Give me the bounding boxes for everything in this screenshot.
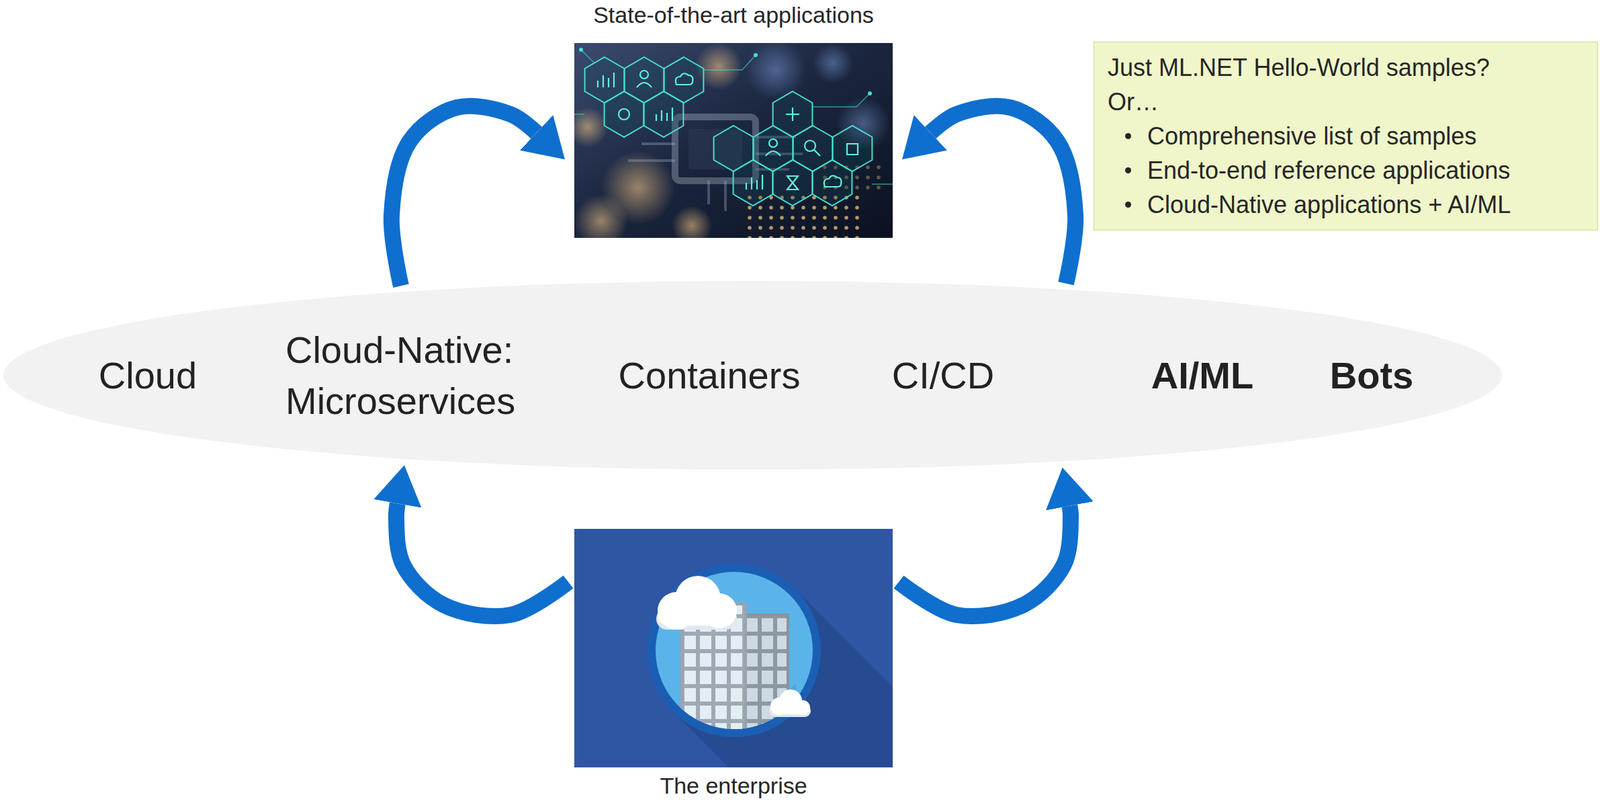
bullet-item: End-to-end reference applications: [1107, 153, 1584, 188]
hexagon-icons-part: [765, 151, 781, 156]
hexagon-network: [574, 47, 893, 206]
bokeh-lights-part: [574, 194, 629, 238]
enterprise-illustration: [574, 528, 893, 768]
hexagon-icons-part: [636, 82, 652, 88]
panel-caption: State-of-the-art applications: [593, 1, 874, 29]
hexagon-network-part: [644, 91, 684, 138]
technology-term: Cloud-Native: Microservices: [285, 324, 568, 426]
hexagon-icons-part: [824, 175, 842, 187]
bokeh-lights: [574, 42, 891, 238]
hexagon-icons-part: [597, 72, 614, 88]
hexagon-icons-part: [804, 140, 816, 152]
hexagon-network-part: [579, 47, 584, 52]
hexagon-icons-part: [656, 107, 673, 121]
hexagon-icons: [597, 70, 858, 190]
hexagon-icons-part: [787, 175, 798, 190]
technology-term: AI/ML: [1151, 352, 1254, 398]
hexagon-network-part: [753, 53, 758, 58]
note-box: Just ML.NET Hello-World samples?Or…Compr…: [1093, 41, 1598, 231]
circuit-illustration: [574, 42, 893, 238]
hexagon-network-part: [773, 159, 813, 206]
bokeh-lights-part: [574, 106, 608, 148]
bokeh-lights-part: [812, 42, 854, 84]
curved-arrow: [396, 503, 569, 616]
technology-term: Bots: [1329, 352, 1414, 398]
enterprise-illustration-part: [574, 528, 893, 768]
panel-caption: The enterprise: [659, 771, 807, 800]
curved-arrow: [391, 106, 537, 287]
band-ellipse-shape: [3, 280, 1502, 470]
bokeh-lights-part: [745, 42, 807, 101]
hexagon-icons-part: [769, 139, 778, 148]
note-text: Or…: [1107, 84, 1584, 119]
hexagon-icons-part: [814, 149, 821, 156]
hexagon-icons-part: [847, 143, 858, 155]
curved-arrow: [898, 505, 1071, 616]
technology-term: Containers: [618, 352, 801, 398]
hexagon-network-part: [812, 159, 853, 206]
hexagon-icons-part: [640, 70, 649, 79]
bokeh-lights-part: [671, 205, 713, 238]
hexagon-icons-part: [618, 108, 630, 120]
hexagon-icons-part: [746, 174, 763, 190]
hexagon-icons-part: [785, 107, 800, 121]
hexagon-network-part: [604, 91, 645, 138]
cloud-shape: [769, 689, 811, 717]
technology-band: Cloud Cloud-Native: Microservices Containe…: [3, 280, 1502, 470]
note-question: Just ML.NET Hello-World samples?: [1107, 50, 1584, 85]
image-panel: The enterprise: [574, 528, 893, 800]
cloud-shape-part: [770, 701, 810, 715]
cloud-shape: [656, 575, 737, 630]
cloud-shape-part: [657, 603, 736, 626]
bullet-item: Cloud-Native applications + AI/ML: [1107, 187, 1584, 222]
image-panel: State-of-the-art applications: [574, 1, 893, 238]
technology-term: Cloud: [98, 352, 197, 398]
technology-term: CI/CD: [892, 352, 995, 398]
hexagon-network-part: [733, 159, 774, 206]
hexagon-network-part: [574, 49, 893, 185]
curved-arrow: [930, 106, 1076, 284]
hexagon-icons-part: [675, 73, 694, 85]
hexagon-network-part: [867, 91, 872, 96]
bullet-item: Comprehensive list of samples: [1107, 118, 1584, 154]
